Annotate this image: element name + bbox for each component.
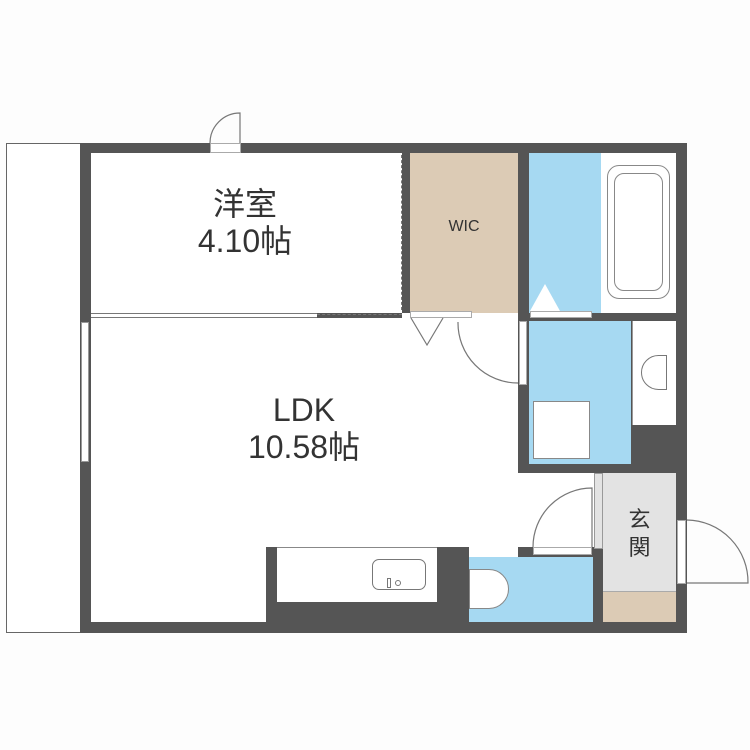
- western-room-window[interactable]: [210, 143, 241, 153]
- ldk-lower-left: [91, 547, 266, 622]
- western-room: [91, 153, 402, 313]
- western-room-name: 洋室: [212, 186, 277, 222]
- closet-post: [403, 153, 408, 233]
- entrance-label: 玄関: [603, 506, 676, 561]
- washing-machine-pan: [533, 401, 590, 459]
- bathtub-inner: [614, 173, 663, 291]
- kitchen-sink: [372, 559, 426, 590]
- ldk-size: 10.58帖: [247, 428, 361, 465]
- entrance-step: [594, 473, 603, 549]
- western-room-size: 4.10帖: [197, 222, 293, 259]
- ldk-window[interactable]: [81, 322, 89, 462]
- shoe-storage: [603, 591, 676, 622]
- washbasin-icon: [641, 355, 667, 390]
- bathtub-icon: [607, 165, 670, 299]
- faucet-icon: [387, 578, 391, 588]
- balcony: [6, 143, 82, 633]
- kitchen-counter: [277, 547, 437, 602]
- entrance-floor: [603, 473, 676, 591]
- ldk-name: LDK: [272, 392, 336, 428]
- front-door[interactable]: [677, 520, 686, 584]
- bath-door[interactable]: [530, 311, 592, 318]
- western-room-sliding-door[interactable]: [91, 313, 317, 318]
- toilet-icon: [469, 569, 509, 609]
- wic-door[interactable]: [410, 311, 472, 318]
- wic-label: WIC: [448, 218, 480, 235]
- western-room-label: 洋室 4.10帖: [145, 186, 345, 260]
- ldk-room-extension: [402, 313, 518, 323]
- closet-side-dashed: [399, 155, 402, 310]
- toilet-door[interactable]: [533, 547, 592, 555]
- closet-door-dashed[interactable]: [317, 310, 402, 315]
- ldk-label: LDK 10.58帖: [200, 392, 408, 466]
- bath-door-arrow: [530, 284, 560, 311]
- wic-room: [410, 153, 518, 313]
- drain-icon: [395, 580, 401, 586]
- washroom-door[interactable]: [519, 321, 527, 385]
- entrance-label-text: 玄関: [628, 507, 651, 560]
- ldk-hall: [437, 473, 603, 547]
- bathtub-area: [601, 153, 676, 313]
